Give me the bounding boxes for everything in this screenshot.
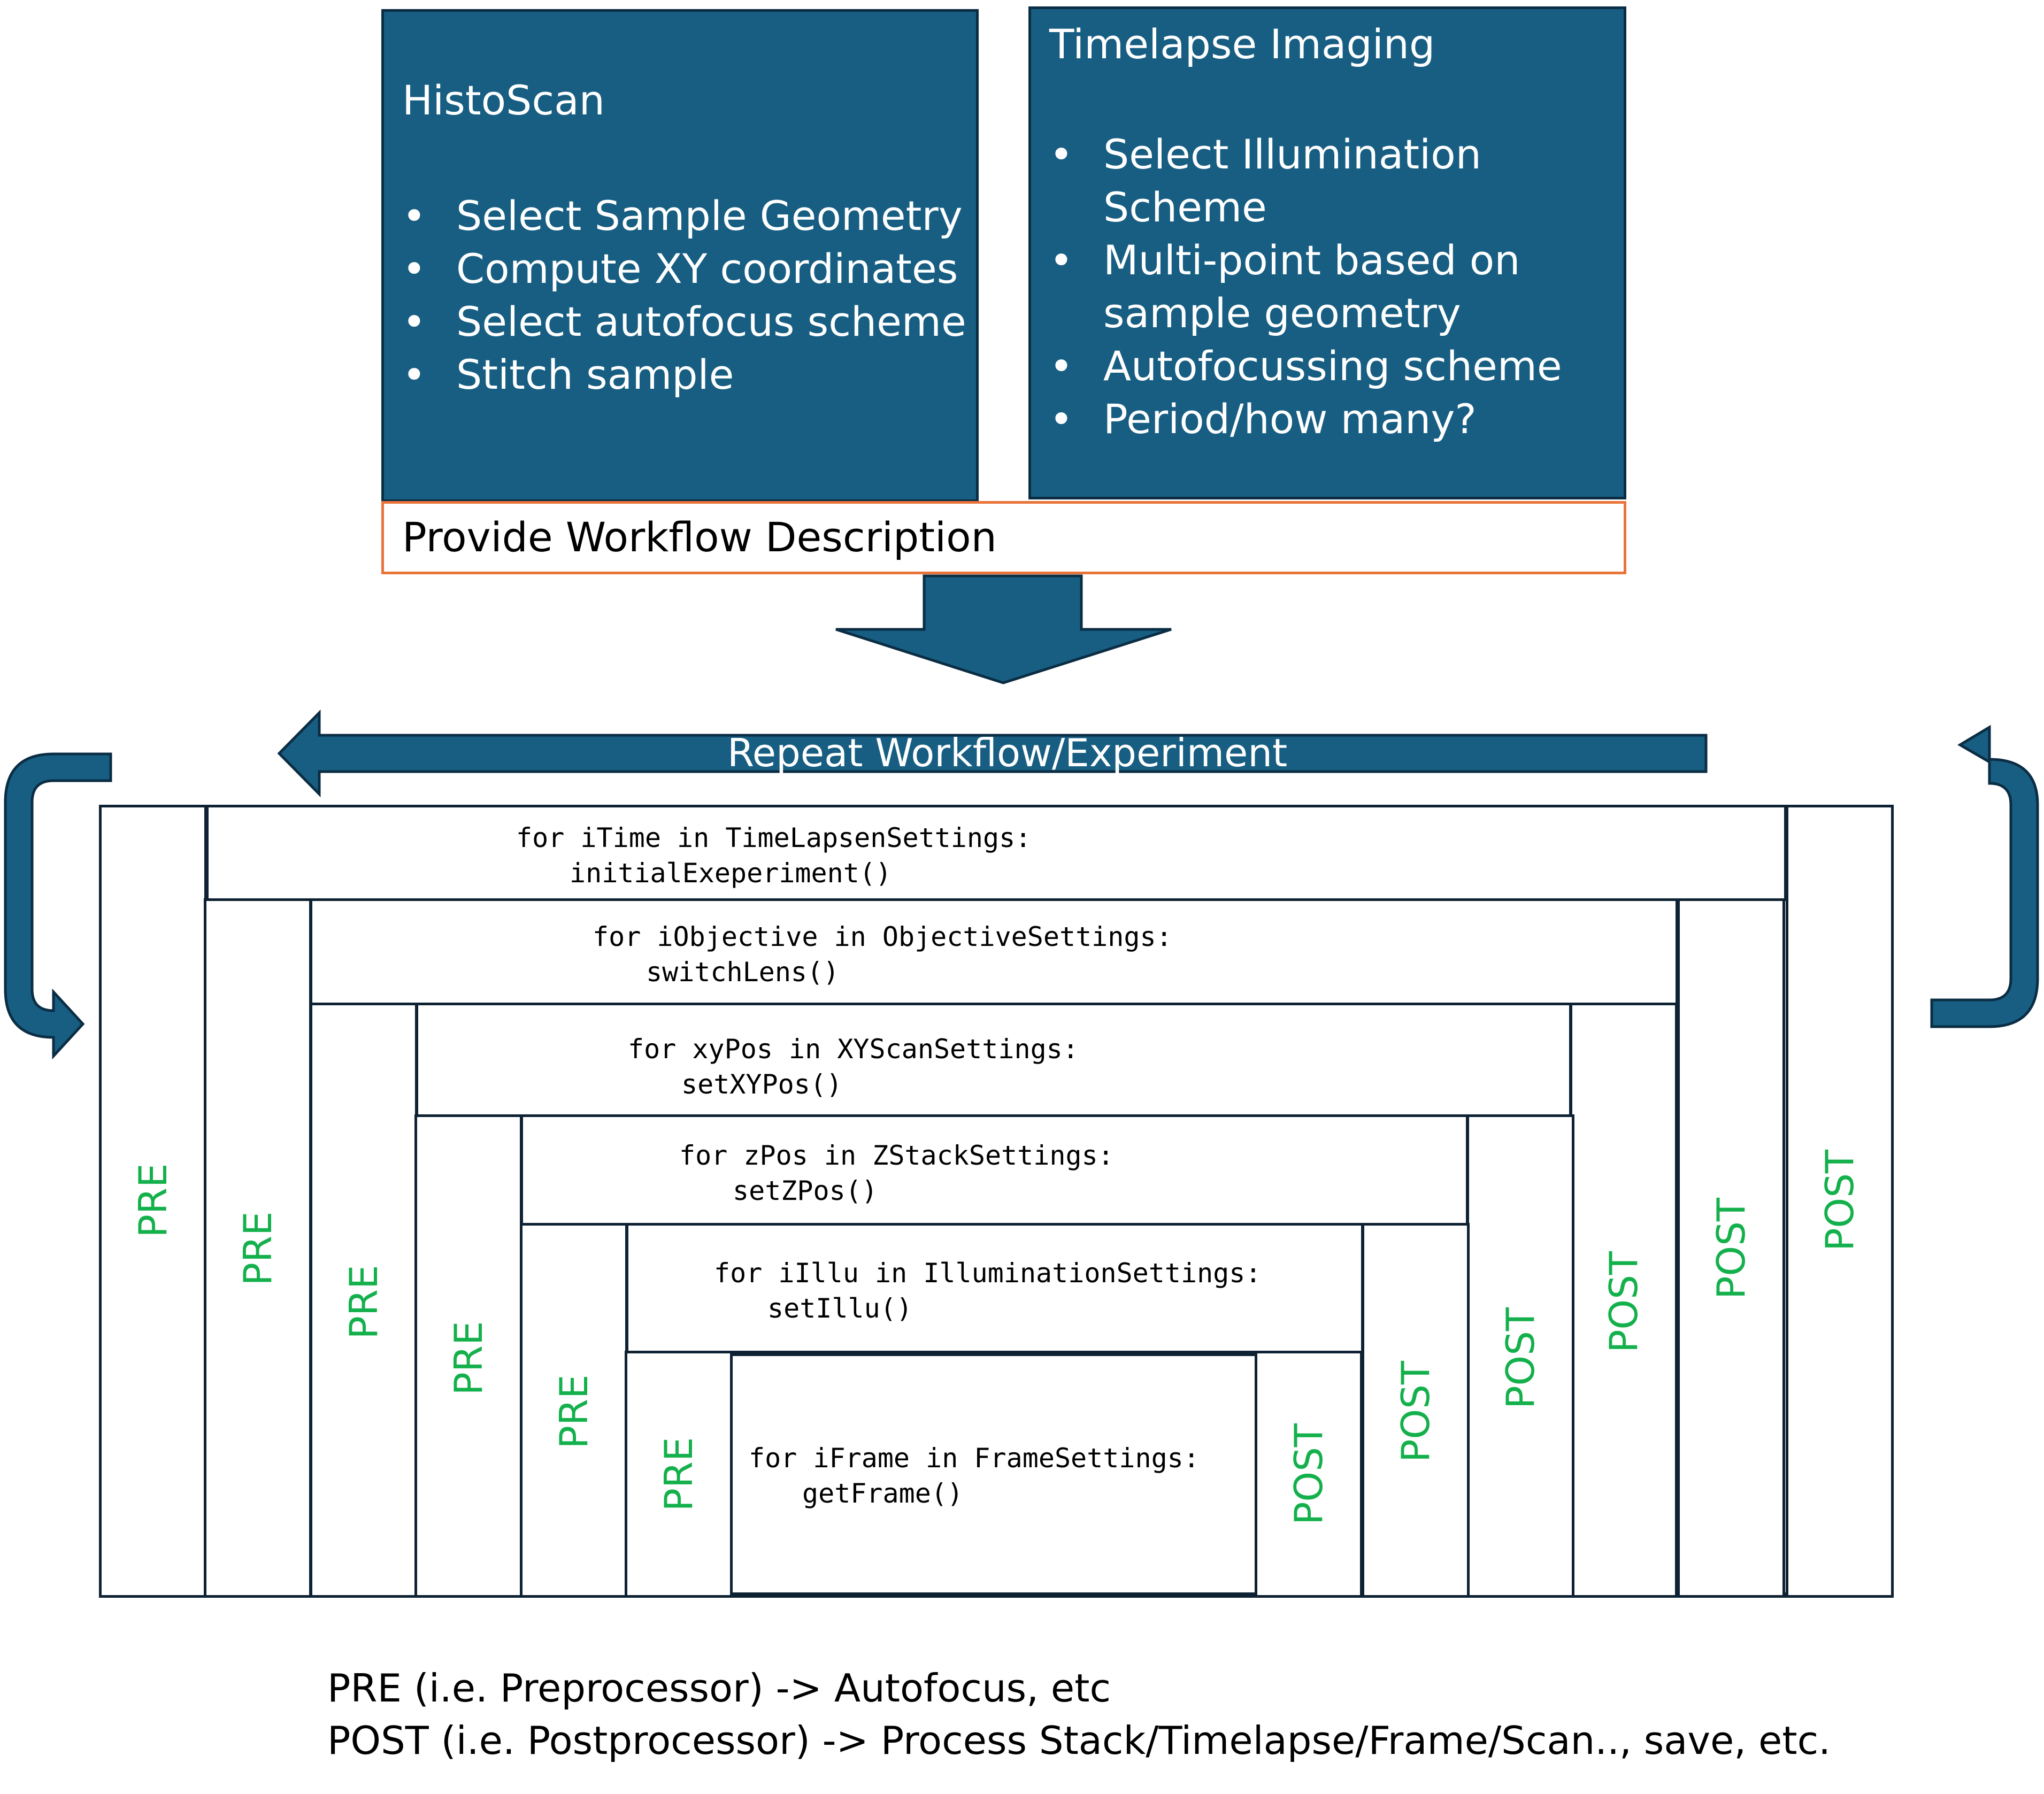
histoscan-box: HistoScan •Select Sample Geometry •Compu… — [381, 9, 979, 502]
list-item: •Autofocussing scheme — [1049, 342, 1562, 390]
loop-illu-code: for iIllu in IlluminationSettings:setIll… — [714, 1258, 1262, 1324]
pre-column — [310, 1003, 418, 1598]
pre-label: PRE — [446, 1321, 491, 1396]
pre-label: PRE — [235, 1211, 280, 1286]
down-arrow-icon — [835, 574, 1172, 684]
legend-pre: PRE (i.e. Preprocessor) -> Autofocus, et… — [327, 1666, 1111, 1711]
workflow-description-bar: Provide Workflow Description — [381, 501, 1626, 574]
list-item: •Period/how many? — [1049, 395, 1477, 443]
repeat-workflow-label: Repeat Workflow/Experiment — [727, 730, 1288, 775]
workflow-description-label: Provide Workflow Description — [402, 513, 997, 561]
post-label: POST — [1393, 1361, 1438, 1462]
pre-label: PRE — [656, 1437, 701, 1512]
post-label: POST — [1601, 1251, 1646, 1353]
loop-objective-header — [310, 898, 1678, 1008]
legend-post: POST (i.e. Postprocessor) -> Process Sta… — [327, 1718, 1831, 1763]
pre-column — [520, 1223, 628, 1598]
post-column — [1677, 898, 1785, 1598]
pre-column — [625, 1351, 733, 1598]
loop-xy-code: for xyPos in XYScanSettings:setXYPos() — [628, 1034, 1079, 1100]
loop-back-left-icon — [4, 752, 112, 1060]
timelapse-title: Timelapse Imaging — [1049, 20, 1435, 68]
loop-z-code: for zPos in ZStackSettings:setZPos() — [679, 1140, 1114, 1206]
list-item: •Select autofocus scheme — [402, 298, 966, 345]
loop-objective-code: for iObjective in ObjectiveSettings:swit… — [593, 921, 1172, 988]
loop-frame-code: for iFrame in FrameSettings:getFrame() — [749, 1443, 1200, 1509]
list-item: •Select Sample Geometry — [402, 192, 963, 240]
loop-back-right-icon — [1930, 725, 2039, 1028]
post-label: POST — [1286, 1423, 1331, 1525]
post-column — [1362, 1223, 1470, 1598]
histoscan-title: HistoScan — [402, 76, 605, 124]
loop-z-header — [520, 1114, 1469, 1228]
pre-label: PRE — [130, 1163, 175, 1238]
post-label: POST — [1498, 1307, 1543, 1409]
histoscan-list: •Select Sample Geometry •Compute XY coor… — [402, 189, 966, 401]
post-column — [1255, 1351, 1363, 1598]
legend: PRE (i.e. Preprocessor) -> Autofocus, et… — [327, 1662, 1831, 1767]
list-item: •Compute XY coordinates — [402, 245, 958, 292]
loop-time-code: for iTime in TimeLapsenSettings:initialE… — [516, 822, 1032, 889]
post-column — [1786, 805, 1894, 1598]
pre-label: PRE — [341, 1265, 386, 1339]
repeat-arrow-icon — [277, 709, 1708, 798]
pre-column — [99, 805, 207, 1598]
post-label: POST — [1709, 1198, 1754, 1299]
post-label: POST — [1817, 1150, 1862, 1251]
pre-label: PRE — [551, 1374, 596, 1449]
pre-column — [204, 898, 312, 1598]
loop-frame-frame — [625, 1351, 1363, 1598]
list-item: •Stitch sample — [402, 351, 734, 398]
